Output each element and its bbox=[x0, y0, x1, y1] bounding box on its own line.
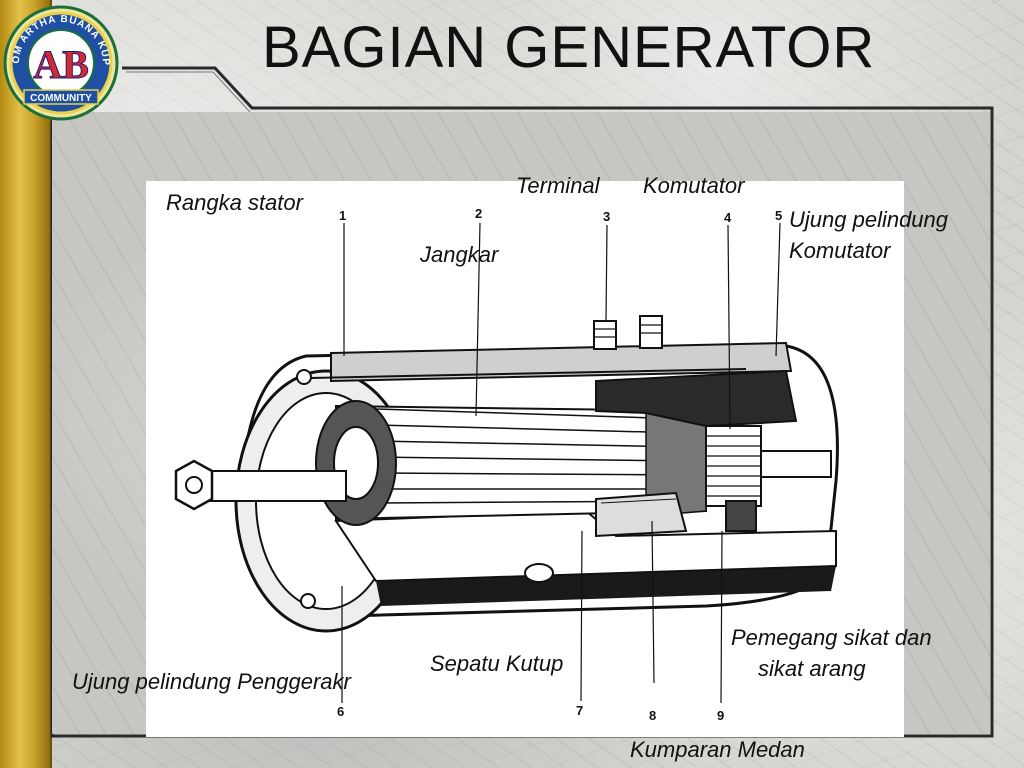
gold-side-bar bbox=[0, 0, 52, 768]
label-jangkar: Jangkar bbox=[420, 242, 499, 267]
stikom-community-logo: STIKOM ARTHA BUANA KUPANG AB COMMUNITY bbox=[2, 2, 119, 121]
generator-cutaway-illustration bbox=[174, 222, 839, 704]
label-pemegang-sikat-line2: sikat arang bbox=[758, 656, 866, 681]
generator-diagram: 1 2 3 4 5 6 7 8 9 bbox=[146, 181, 904, 737]
part-number-4: 4 bbox=[724, 210, 732, 225]
label-pemegang-sikat-line1: Pemegang sikat dan bbox=[731, 625, 932, 650]
svg-text:AB: AB bbox=[33, 42, 89, 87]
label-rangka-stator: Rangka stator bbox=[166, 190, 303, 215]
part-number-9: 9 bbox=[717, 708, 725, 723]
part-number-7: 7 bbox=[576, 703, 584, 718]
label-terminal: Terminal bbox=[516, 173, 600, 198]
label-kumparan-medan: Kumparan Medan bbox=[630, 737, 805, 762]
part-number-8: 8 bbox=[649, 708, 657, 723]
part-number-5: 5 bbox=[775, 208, 783, 223]
part-number-6: 6 bbox=[337, 704, 345, 719]
label-ujung-pelindung-komutator-line1: Ujung pelindung bbox=[789, 207, 949, 232]
label-komutator: Komutator bbox=[643, 173, 745, 198]
part-number-1: 1 bbox=[339, 208, 347, 223]
label-sepatu-kutup: Sepatu Kutup bbox=[430, 651, 564, 676]
svg-text:COMMUNITY: COMMUNITY bbox=[30, 93, 92, 104]
label-ujung-pelindung-penggerak: Ujung pelindung Penggerakr bbox=[72, 669, 351, 694]
slide-title: BAGIAN GENERATOR bbox=[262, 15, 876, 80]
part-number-2: 2 bbox=[475, 206, 483, 221]
label-ujung-pelindung-komutator-line2: Komutator bbox=[789, 238, 891, 263]
part-number-3: 3 bbox=[603, 209, 611, 224]
